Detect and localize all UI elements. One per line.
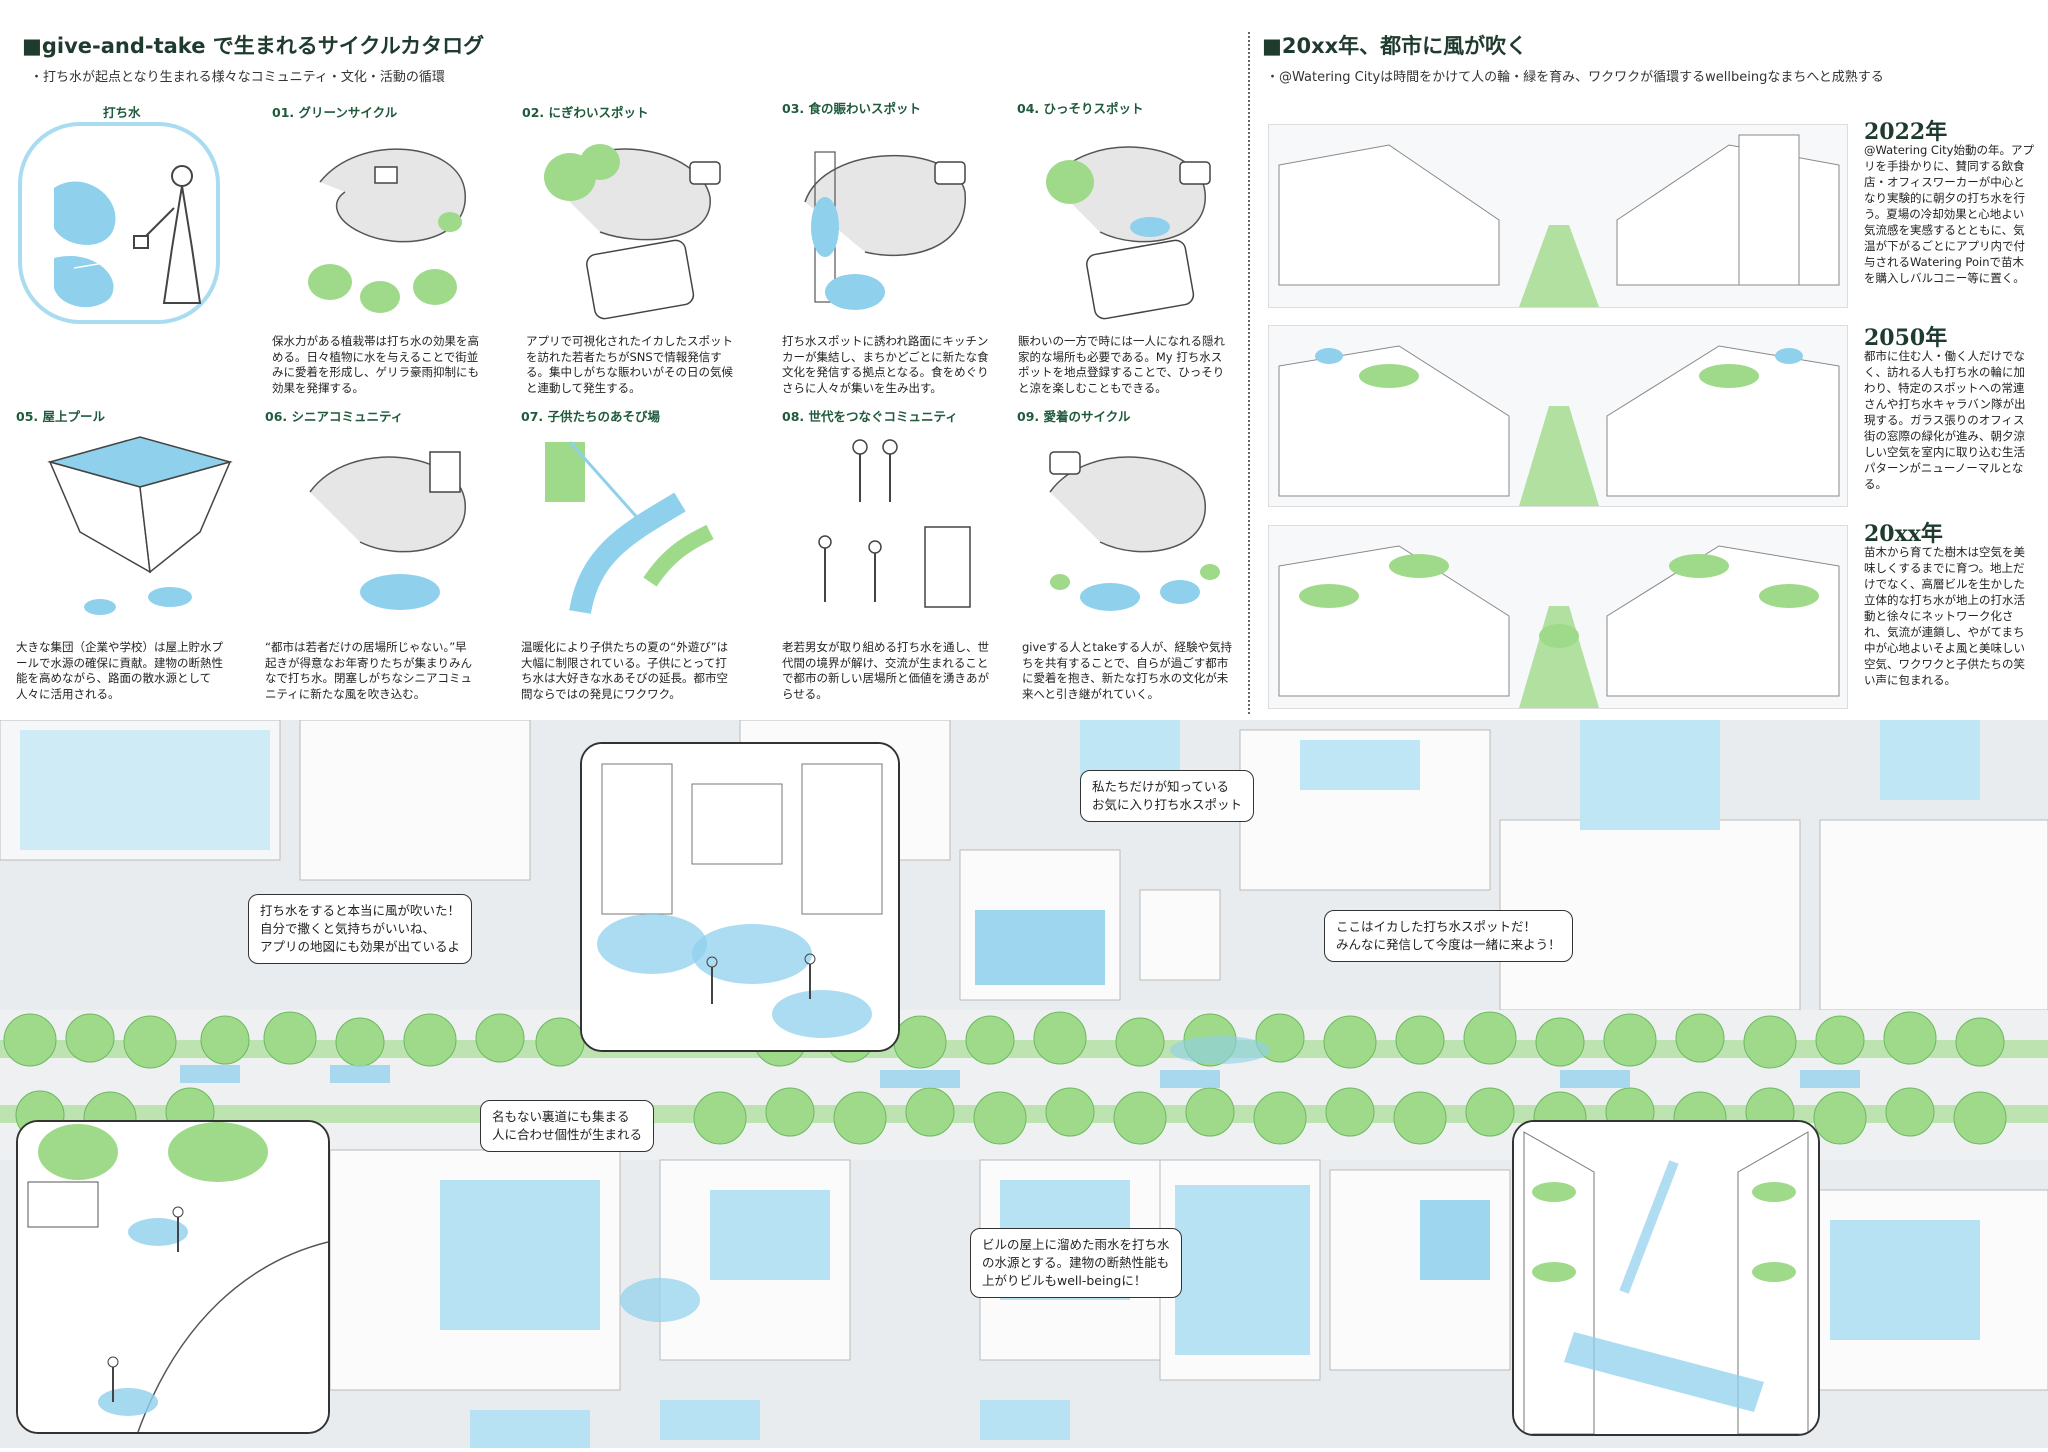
item-01-desc: 保水力がある植栽帯は打ち水の効果を高める。日々植物に水を与えることで街並みに愛着… xyxy=(272,334,479,395)
city-20xx-panel xyxy=(1268,525,1848,709)
city-2022-panel xyxy=(1268,124,1848,308)
bubble-line: ここはイカした打ち水スポットだ！ xyxy=(1336,919,1537,934)
bubble-line: お気に入り打ち水スポット xyxy=(1092,797,1243,812)
backstreet-vignette xyxy=(16,1120,330,1434)
year-20xx: 20xx年 xyxy=(1864,521,1943,547)
bubble-line: 私たちだけが知っている xyxy=(1092,779,1229,794)
lively-spot-illustration xyxy=(530,122,730,322)
item-06-desc: “都市は若者だけの居場所じゃない。”早起きが得意なお年寄りたちが集まりみんなで打… xyxy=(265,640,472,701)
bubble-line: 打ち水をすると本当に風が吹いた！ xyxy=(260,903,461,918)
green-cycle-illustration xyxy=(290,122,490,322)
kids-playground-illustration xyxy=(530,432,730,622)
item-03-desc: 打ち水スポットに誘われ路面にキッチンカーが集結し、まちかどごとに新たな食文化を発… xyxy=(782,334,989,395)
item-06-title: 06. シニアコミュニティ xyxy=(265,409,404,424)
item-05-desc: 大きな集団（企業や学校）は屋上貯水プールで水源の確保に貢献。建物の断熱性能を高め… xyxy=(16,640,223,701)
quiet-spot-illustration xyxy=(1030,122,1230,322)
bubble-line: 自分で撒くと気持ちがいいね、 xyxy=(260,921,436,936)
item-03-title: 03. 食の賑わいスポット xyxy=(782,101,921,116)
rooftop-pool-illustration xyxy=(40,432,240,622)
bubble-line: ビルの屋上に溜めた雨水を打ち水 xyxy=(982,1237,1170,1252)
item-08-title: 08. 世代をつなぐコミュニティ xyxy=(782,409,958,424)
year-2050-desc: 都市に住む人・働く人だけでなく、訪れる人も打ち水の輪に加わり、特定のスポットへの… xyxy=(1864,349,2026,491)
item-05-title: 05. 屋上プール xyxy=(16,409,105,424)
attachment-cycle-illustration xyxy=(1030,432,1230,622)
catalog-title: ■give-and-take で生まれるサイクルカタログ xyxy=(22,34,485,58)
item-09-desc: giveする人とtakeする人が、経験や気持ちを共有することで、自らが過ごす都市… xyxy=(1022,640,1233,701)
senior-community-illustration xyxy=(290,432,490,622)
plaza-vignette xyxy=(580,742,900,1052)
item-02-desc: アプリで可視化されたイカしたスポットを訪れた若者たちがSNSで情報発信する。集中… xyxy=(526,334,733,395)
speech-bubble-favorite-spot: 私たちだけが知っている お気に入り打ち水スポット xyxy=(1080,770,1255,822)
bubble-line: アプリの地図にも効果が出ているよ xyxy=(260,939,461,954)
catalog-subtitle: ・打ち水が起点となり生まれる様々なコミュニティ・文化・活動の循環 xyxy=(30,70,445,85)
bubble-line: みんなに発信して今度は一緒に来よう！ xyxy=(1336,937,1561,952)
timeline-title: ■20xx年、都市に風が吹く xyxy=(1262,34,1528,58)
item-07-desc: 温暖化により子供たちの夏の“外遊び”は大幅に制限されている。子供にとって打ち水は… xyxy=(521,640,729,701)
bubble-line: 名もない裏道にも集まる xyxy=(492,1109,630,1124)
start-label: 打ち水 xyxy=(103,105,141,120)
item-08-desc: 老若男女が取り組める打ち水を通し、世代間の境界が解け、交流が生まれることで都市の… xyxy=(782,640,989,701)
bubble-line: 上がりビルもwell-beingに！ xyxy=(982,1273,1147,1288)
item-07-title: 07. 子供たちのあそび場 xyxy=(521,409,660,424)
speech-bubble-backstreet: 名もない裏道にも集まる 人に合わせ個性が生まれる xyxy=(480,1100,655,1152)
food-spot-illustration xyxy=(785,122,985,322)
section-divider xyxy=(1248,32,1250,714)
year-2022: 2022年 xyxy=(1864,119,1948,145)
generations-illustration xyxy=(785,432,985,622)
item-09-title: 09. 愛着のサイクル xyxy=(1017,409,1131,424)
timeline-subtitle: ・@Watering Cityは時間をかけて人の輪・緑を育み、ワクワクが循環する… xyxy=(1266,70,1884,85)
item-04-title: 04. ひっそりスポット xyxy=(1017,101,1144,116)
item-02-title: 02. にぎわいスポット xyxy=(522,105,649,120)
uchimizu-illustration xyxy=(14,118,224,328)
item-01-title: 01. グリーンサイクル xyxy=(272,105,398,120)
bubble-line: の水源とする。建物の断熱性能も xyxy=(982,1255,1170,1270)
year-2022-desc: @Watering City始動の年。アプリを手掛かりに、賛同する飲食店・オフィ… xyxy=(1864,143,2034,285)
year-2050: 2050年 xyxy=(1864,325,1948,351)
highrise-vignette xyxy=(1512,1120,1820,1436)
city-2050-panel xyxy=(1268,325,1848,507)
speech-bubble-cool-spot: ここはイカした打ち水スポットだ！ みんなに発信して今度は一緒に来よう！ xyxy=(1324,910,1573,962)
speech-bubble-wind: 打ち水をすると本当に風が吹いた！ 自分で撒くと気持ちがいいね、 アプリの地図にも… xyxy=(248,894,473,964)
bubble-line: 人に合わせ個性が生まれる xyxy=(492,1127,643,1142)
speech-bubble-rainwater: ビルの屋上に溜めた雨水を打ち水 の水源とする。建物の断熱性能も 上がりビルもwe… xyxy=(970,1228,1182,1298)
item-04-desc: 賑わいの一方で時には一人になれる隠れ家的な場所も必要である。My 打ち水スポット… xyxy=(1018,334,1225,395)
year-20xx-desc: 苗木から育てた樹木は空気を美味しくするまでに育つ。地上だけでなく、高層ビルを生か… xyxy=(1864,545,2025,687)
